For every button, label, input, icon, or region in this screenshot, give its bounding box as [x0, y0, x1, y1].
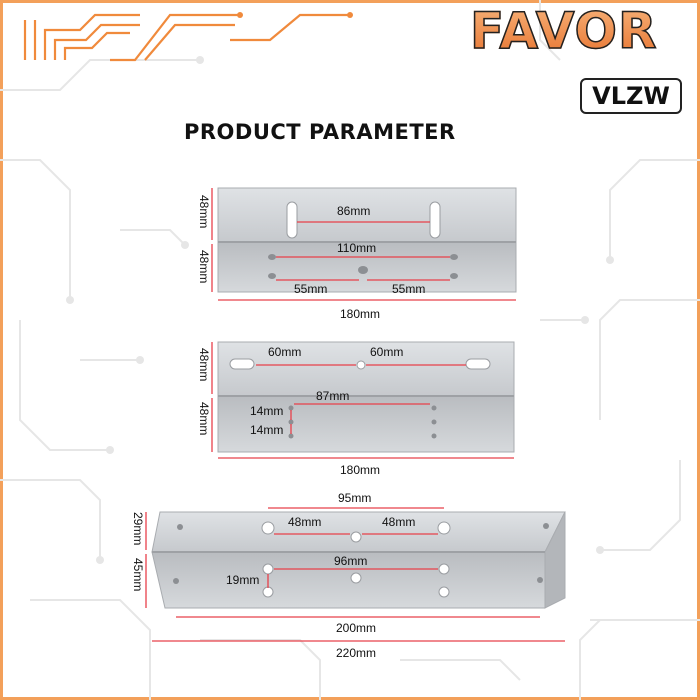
b1-slot-spacing: 86mm [337, 204, 370, 218]
model-badge: VLZW [580, 78, 682, 114]
b2-right-spacing: 60mm [370, 345, 403, 359]
bracket-2-dimensions [211, 342, 514, 459]
bracket-3-dimensions [145, 507, 565, 642]
b3-right-half: 48mm [382, 515, 415, 529]
b1-left-half: 55mm [294, 282, 327, 296]
b1-hole-spacing: 110mm [337, 241, 376, 255]
b1-length: 180mm [340, 307, 380, 321]
b3-bottom-height: 45mm [131, 558, 145, 591]
slot-right [465, 358, 491, 370]
slot-left [229, 358, 255, 370]
b2-hole-offset: 87mm [316, 389, 349, 403]
b2-gap-top: 14mm [250, 404, 283, 418]
b3-hole-length: 200mm [336, 621, 376, 635]
b2-left-spacing: 60mm [268, 345, 301, 359]
b3-hole-span: 96mm [334, 554, 367, 568]
bracket-2 [217, 341, 515, 453]
page-title: PRODUCT PARAMETER [184, 120, 456, 144]
b2-gap-bottom: 14mm [250, 423, 283, 437]
b2-top-height: 48mm [197, 348, 211, 381]
b2-length: 180mm [340, 463, 380, 477]
brand-logo: FAVOR [469, 1, 658, 61]
b3-length: 220mm [336, 646, 376, 660]
slot-left [286, 201, 298, 239]
slot-right [429, 201, 441, 239]
b2-bottom-height: 48mm [197, 402, 211, 435]
bracket-1-dimensions [211, 188, 516, 301]
b1-bottom-height: 48mm [197, 250, 211, 283]
b3-top-height: 29mm [131, 512, 145, 545]
b3-vertical-gap: 19mm [226, 573, 259, 587]
bracket-3 [151, 511, 566, 609]
b1-top-height: 48mm [197, 195, 211, 228]
b3-left-half: 48mm [288, 515, 321, 529]
b3-top-span: 95mm [338, 491, 371, 505]
b1-right-half: 55mm [392, 282, 425, 296]
